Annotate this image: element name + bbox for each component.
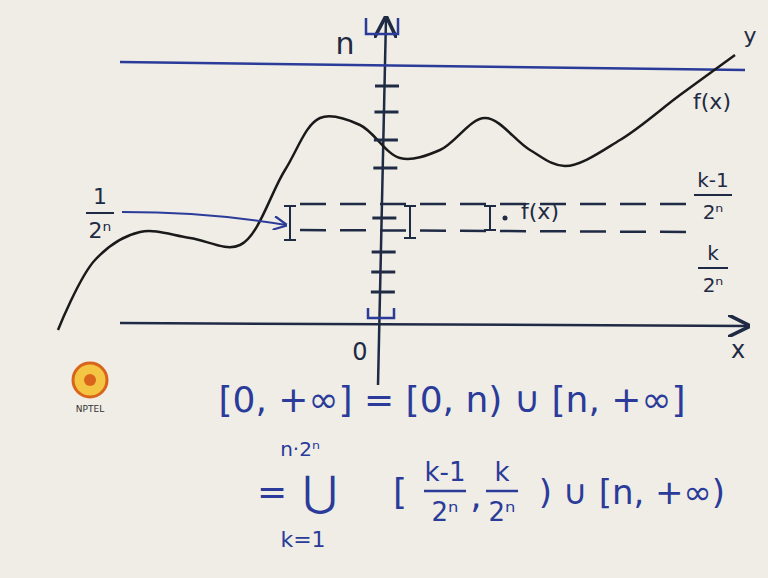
equation-part: , [470, 478, 481, 514]
union-symbol: ⋃ [303, 471, 337, 513]
tick [373, 167, 397, 170]
tick [371, 271, 395, 274]
x-axis [120, 323, 748, 326]
tick [374, 139, 398, 142]
fraction-bottom: 2ⁿ [432, 499, 459, 525]
tick [372, 217, 396, 220]
fraction-top: k [494, 459, 509, 485]
tick [374, 111, 398, 114]
function-curve [58, 55, 735, 330]
fraction-bottom: 2ⁿ [489, 499, 516, 525]
bracket [368, 308, 394, 318]
axis-name: x [731, 338, 745, 362]
level-n-line [120, 62, 745, 70]
logo [73, 363, 107, 397]
fraction-top: 1 [93, 186, 107, 208]
axis-name: y [743, 25, 756, 47]
fraction-bottom: 2ⁿ [703, 275, 724, 295]
logo [84, 374, 96, 386]
union-limit: k=1 [280, 529, 325, 551]
logo-text: NPTEL [76, 405, 104, 414]
tick-marks [371, 86, 399, 292]
fraction-top: k [707, 243, 719, 263]
fraction-top: k-1 [425, 459, 466, 485]
fraction-bottom: 2ⁿ [89, 220, 112, 242]
function-label: f(x) [521, 201, 559, 223]
fraction-bottom: 2ⁿ [703, 202, 724, 222]
equation-part: ) ∪ [n, +∞) [539, 475, 725, 509]
axis-value: n [335, 29, 354, 59]
equation-part: [ [393, 474, 407, 510]
origin-label: 0 [352, 340, 367, 364]
y-axis [378, 18, 386, 385]
dashed-level [300, 203, 690, 206]
interval-marker [284, 206, 296, 240]
union-limit: n·2ⁿ [280, 439, 320, 459]
tick [372, 251, 396, 254]
leader-arrow [122, 212, 286, 225]
bracket [366, 18, 398, 34]
function-label: f(x) [693, 91, 731, 113]
tick [371, 291, 395, 294]
tick [375, 85, 399, 88]
fraction-bars [86, 195, 732, 268]
point [503, 216, 508, 221]
fraction-top: k-1 [697, 170, 729, 190]
interval-marker [484, 206, 496, 230]
equation-part: = [257, 474, 287, 510]
equation: [0, +∞] = [0, n) ∪ [n, +∞] [219, 382, 686, 418]
interval-marker [404, 206, 416, 238]
